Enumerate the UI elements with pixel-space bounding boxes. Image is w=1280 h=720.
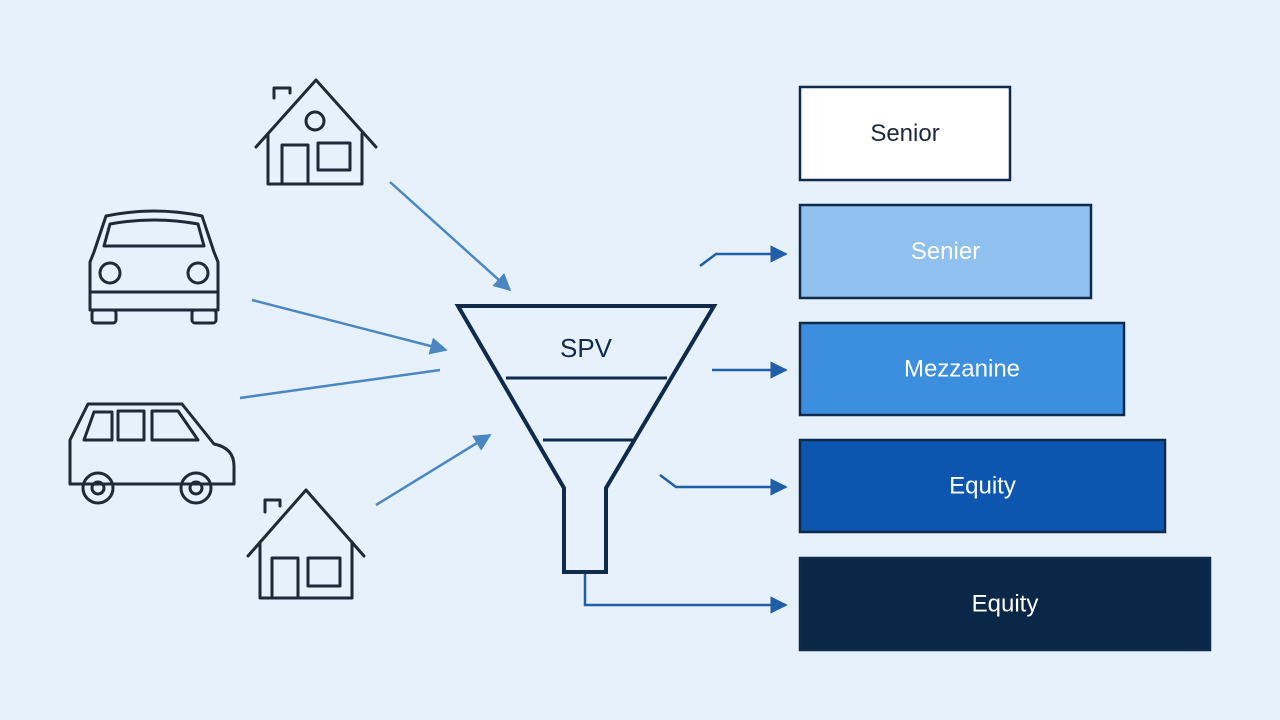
arrow-house-top-to-spv xyxy=(389,181,512,292)
tranche-label: Senior xyxy=(870,120,939,147)
arrow-to-tranche-2 xyxy=(699,245,788,267)
tranche-4: Equity xyxy=(798,438,1167,534)
tranche-label: Equity xyxy=(949,473,1016,500)
arrow-car-front-to-spv xyxy=(251,298,448,355)
house-icon xyxy=(246,488,366,600)
arrow-to-tranche-4 xyxy=(659,474,788,496)
arrow-to-tranche-5 xyxy=(583,574,788,614)
car-front-icon xyxy=(88,209,220,325)
tranche-box xyxy=(798,556,1212,652)
tranche-5: Equity xyxy=(798,556,1212,652)
tranche-label: Mezzanine xyxy=(904,356,1020,383)
input-arrows xyxy=(239,181,512,507)
tranche-1: Senior xyxy=(798,85,1012,182)
tranche-box xyxy=(798,85,1012,182)
tranche-3: Mezzanine xyxy=(798,321,1126,417)
arrow-house-bottom-to-spv xyxy=(375,433,492,507)
asset-car-front xyxy=(88,209,220,325)
house-icon xyxy=(254,78,378,186)
spv-funnel: SPV xyxy=(454,304,718,574)
output-arrows xyxy=(583,245,788,614)
funnel-shape xyxy=(454,304,718,574)
tranche-box xyxy=(798,321,1126,417)
car-side-icon xyxy=(68,402,236,505)
asset-house-bottom xyxy=(246,488,366,600)
tranche-label: Senier xyxy=(911,238,980,265)
tranche-label: Equity xyxy=(972,591,1039,618)
arrow-car-side-to-spv xyxy=(239,368,441,400)
tranche-2: Senier xyxy=(798,203,1093,300)
tranche-box xyxy=(798,438,1167,534)
asset-car-side xyxy=(68,402,236,505)
asset-house-top xyxy=(254,78,378,186)
tranche-box xyxy=(798,203,1093,300)
spv-label: SPV xyxy=(560,333,613,363)
